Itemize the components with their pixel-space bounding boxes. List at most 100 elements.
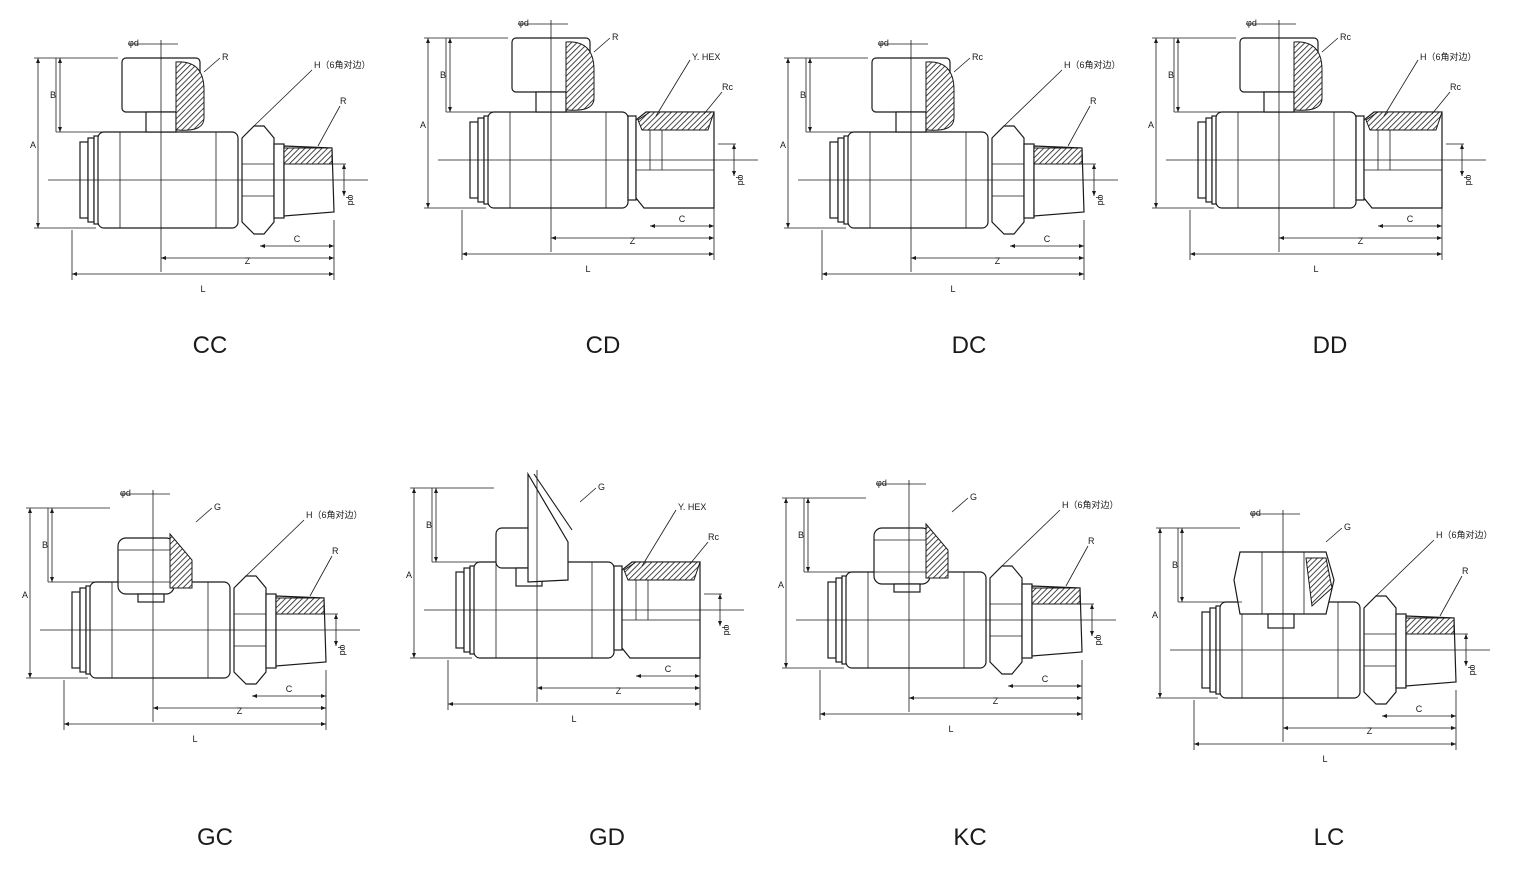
dim-l-label: L [1322, 754, 1327, 764]
dim-z-arrow-left [153, 706, 158, 710]
dim-c-arrow-right [709, 224, 714, 228]
caption-dc: DC [952, 332, 987, 359]
caption-kc: KC [953, 824, 986, 851]
dim-l-label: L [192, 734, 197, 744]
dim-a-arrow-top [786, 58, 790, 63]
dim-c-arrow-left [1010, 244, 1015, 248]
dim-z-label: Z [616, 686, 622, 696]
side-thread-label: R [1462, 566, 1469, 576]
dim-l-label: L [950, 284, 955, 294]
dim-z-arrow-right [321, 706, 326, 710]
dim-z-label: Z [995, 256, 1001, 266]
dim-a-arrow-top [1158, 528, 1162, 533]
top-thread-label: G [970, 492, 977, 502]
dim-c-arrow-right [1451, 714, 1456, 718]
dim-b-arrow-top [1180, 528, 1184, 533]
dim-b-label: B [1172, 560, 1178, 570]
dim-l-arrow-right [1451, 742, 1456, 746]
top-blade-edge [533, 473, 573, 531]
caption-cc: CC [193, 332, 228, 359]
dim-c-label: C [1042, 674, 1049, 684]
dim-c-label: C [679, 214, 686, 224]
top-thread-label: Rc [1340, 32, 1351, 42]
dim-l-arrow-right [709, 252, 714, 256]
dim-z-arrow-left [1279, 236, 1284, 240]
dim-c-arrow-right [1079, 244, 1084, 248]
top-thread-leader [951, 497, 969, 513]
dim-c-arrow-left [636, 674, 641, 678]
dim-z-arrow-left [1283, 726, 1288, 730]
dim-l-arrow-left [72, 272, 77, 276]
side-thread-label: R [1090, 96, 1097, 106]
dim-z-arrow-right [1077, 696, 1082, 700]
dim-l-arrow-left [64, 722, 69, 726]
side-thread-label: R [1088, 536, 1095, 546]
dim-c-arrow-left [1378, 224, 1383, 228]
side-d-arrow-top [334, 614, 338, 619]
dim-b-label: B [50, 90, 56, 100]
dim-b-label: B [800, 90, 806, 100]
side-d-label: φd [736, 175, 746, 186]
caption-gc: GC [197, 824, 233, 851]
dim-b-arrow-bottom [1180, 597, 1184, 602]
top-thread-leader [953, 57, 971, 73]
dim-l-label: L [1313, 264, 1318, 274]
dim-c-arrow-left [650, 224, 655, 228]
top-d-label: φd [128, 38, 139, 48]
dim-a-arrow-bottom [786, 223, 790, 228]
dim-l-label: L [585, 264, 590, 274]
right-collar [1021, 583, 1033, 659]
top-neck [137, 593, 165, 603]
dim-b-arrow-bottom [808, 127, 812, 132]
side-thread-leader [1067, 105, 1091, 147]
dim-z-arrow-right [695, 686, 700, 690]
dim-b-arrow-top [806, 498, 810, 503]
side-thread-leader [703, 91, 723, 115]
top-thread-leader [1325, 527, 1343, 543]
dim-a-arrow-bottom [426, 203, 430, 208]
side-d-arrow-bottom [342, 191, 346, 196]
side-thread-leader [1431, 91, 1451, 115]
hex-leader [1001, 509, 1061, 567]
dim-a-label: A [420, 120, 426, 130]
side-thread-label: Rc [708, 532, 719, 542]
caption-cd: CD [586, 332, 621, 359]
dim-c-arrow-right [321, 694, 326, 698]
side-d-label: φd [1096, 195, 1106, 206]
top-thread-label: G [214, 502, 221, 512]
side-thread-label: R [340, 96, 347, 106]
dim-b-arrow-top [448, 38, 452, 43]
dim-b-arrow-bottom [434, 557, 438, 562]
side-d-arrow-bottom [732, 171, 736, 176]
side-d-arrow-top [732, 144, 736, 149]
dim-b-arrow-top [58, 58, 62, 63]
dim-a-label: A [22, 590, 28, 600]
dim-b-label: B [440, 70, 446, 80]
hex-leader [253, 69, 313, 127]
dim-c-label: C [1407, 214, 1414, 224]
top-hatched-section [1305, 557, 1333, 608]
hex-label: Y. HEX [678, 502, 706, 512]
dim-c-label: C [286, 684, 293, 694]
side-d-label: φd [1464, 175, 1474, 186]
top-hatched-section [175, 61, 205, 131]
top-thread-leader [195, 507, 213, 523]
dim-c-arrow-left [260, 244, 265, 248]
dim-z-arrow-left [911, 256, 916, 260]
side-d-arrow-top [1460, 144, 1464, 149]
dim-b-arrow-bottom [1176, 107, 1180, 112]
top-blade [527, 471, 569, 583]
side-d-arrow-bottom [334, 641, 338, 646]
dim-b-arrow-top [1176, 38, 1180, 43]
side-d-arrow-bottom [1460, 171, 1464, 176]
side-d-arrow-bottom [718, 621, 722, 626]
dim-c-label: C [665, 664, 672, 674]
top-nut [117, 537, 175, 595]
dim-z-arrow-right [1451, 726, 1456, 730]
